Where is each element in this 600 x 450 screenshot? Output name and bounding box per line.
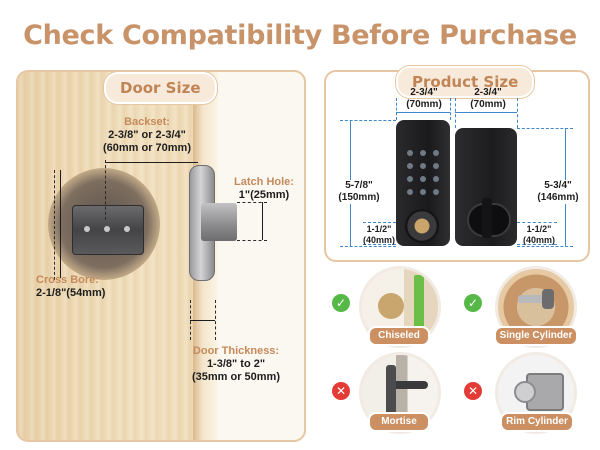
- thumbturn-knob: [482, 198, 492, 238]
- front-width-dimension: 2-3/4" (70mm): [398, 87, 450, 111]
- cross-bore-value: 2-1/8"(54mm): [36, 287, 106, 299]
- cross-bore-dimension: Cross Bore: 2-1/8"(54mm): [36, 274, 126, 300]
- rim-cylinder-core: [514, 381, 536, 403]
- back-depth-dimension: 1-1/2" (40mm): [520, 224, 558, 246]
- front-height-value: 5-7/8": [345, 180, 373, 191]
- front-height-metric: (150mm): [338, 192, 380, 203]
- latch-screw: [104, 226, 110, 232]
- latch-screw: [124, 226, 130, 232]
- mortise-handle: [390, 381, 428, 389]
- dimension-guide: [363, 244, 396, 245]
- front-width-arrow: [396, 112, 450, 113]
- keypad-key: [407, 163, 413, 169]
- dimension-guide: [340, 120, 396, 121]
- keypad-key: [433, 176, 439, 182]
- page-headline: Check Compatibility Before Purchase: [23, 20, 577, 51]
- back-height-value: 5-3/4": [544, 180, 572, 191]
- backset-label: Backset:: [124, 116, 170, 128]
- keypad-key: [407, 150, 413, 156]
- dimension-guide: [363, 222, 396, 223]
- keypad-key: [420, 163, 426, 169]
- keypad-key: [433, 163, 439, 169]
- back-depth-metric: (40mm): [522, 235, 555, 245]
- cross-icon: ✕: [332, 382, 350, 400]
- door-thickness-guide-right: [215, 300, 216, 340]
- back-height-dimension: 5-3/4" (146mm): [534, 180, 582, 204]
- front-height-dimension: 5-7/8" (150mm): [335, 180, 383, 204]
- room-background: [218, 72, 304, 440]
- latch-bolt: [201, 203, 237, 241]
- dimension-guide: [450, 98, 451, 120]
- keypad-key: [407, 176, 413, 182]
- backset-metric: (60mm or 70mm): [102, 142, 192, 154]
- dimension-guide: [396, 98, 397, 120]
- key-cylinder: [405, 209, 439, 243]
- rim-cylinder-label: Rim Cylinder: [500, 412, 574, 432]
- key-shape: [518, 295, 548, 303]
- back-width-value: 2-3/4": [474, 87, 502, 98]
- dimension-guide: [517, 246, 573, 247]
- dimension-guide: [517, 98, 518, 128]
- dimension-guide: [517, 128, 573, 129]
- cross-bore-arrow: [60, 170, 61, 278]
- chiseled-label: Chiseled: [368, 326, 430, 346]
- latch-hole-value: 1"(25mm): [238, 189, 290, 201]
- cross-icon: ✕: [464, 382, 482, 400]
- front-width-metric: (70mm): [406, 99, 442, 110]
- latch-hole-arrow: [262, 202, 263, 240]
- backset-value: 2-3/8" or 2-3/4": [108, 129, 186, 141]
- latch-hole-guide-top: [237, 202, 267, 203]
- mortise-plate: [386, 365, 396, 423]
- product-size-title: Product Size: [396, 66, 535, 98]
- single-cylinder-label: Single Cylinder: [494, 326, 578, 346]
- back-width-dimension: 2-3/4" (70mm): [460, 87, 516, 111]
- front-width-value: 2-3/4": [410, 87, 438, 98]
- key-head: [542, 289, 554, 309]
- keypad-key: [420, 150, 426, 156]
- dimension-guide: [517, 244, 557, 245]
- chiseled-faceplate: [414, 275, 424, 331]
- backset-arrow: [106, 162, 198, 163]
- backset-guide: [105, 160, 106, 220]
- cross-bore-label: Cross Bore:: [36, 274, 99, 286]
- cross-bore-guide-left: [54, 170, 55, 280]
- chiseled-recess: [378, 293, 404, 319]
- dimension-guide: [340, 246, 396, 247]
- front-depth-dimension: 1-1/2" (40mm): [360, 224, 398, 246]
- keypad-key: [420, 189, 426, 195]
- back-height-metric: (146mm): [537, 192, 579, 203]
- door-thickness-arrow: [190, 320, 215, 321]
- check-icon: ✓: [464, 294, 482, 312]
- keypad-key: [407, 189, 413, 195]
- latch-screw: [84, 226, 90, 232]
- door-thickness-label: Door Thickness:: [192, 345, 280, 357]
- dimension-guide: [455, 98, 456, 128]
- door-thickness-metric: (35mm or 50mm): [191, 371, 281, 383]
- latch-hole-guide-bottom: [237, 240, 267, 241]
- door-thickness-dimension: Door Thickness: 1-3/8" to 2" (35mm or 50…: [180, 345, 292, 384]
- dimension-guide: [517, 222, 557, 223]
- check-icon: ✓: [332, 294, 350, 312]
- latch-hole-dimension: Latch Hole: 1"(25mm): [232, 176, 296, 202]
- door-thickness-value: 1-3/8" to 2": [206, 358, 266, 370]
- keypad-key: [433, 189, 439, 195]
- back-depth-value: 1-1/2": [526, 224, 552, 234]
- front-depth-metric: (40mm): [362, 235, 395, 245]
- door-size-title: Door Size: [104, 72, 217, 104]
- keypad-key: [420, 176, 426, 182]
- front-depth-value: 1-1/2": [366, 224, 392, 234]
- back-width-arrow: [455, 112, 517, 113]
- latch-hole-label: Latch Hole:: [234, 176, 294, 188]
- keypad-key: [433, 150, 439, 156]
- backset-dimension: Backset: 2-3/8" or 2-3/4" (60mm or 70mm): [96, 116, 198, 155]
- mortise-label: Mortise: [368, 412, 430, 432]
- door-size-panel: [16, 70, 306, 442]
- back-width-metric: (70mm): [470, 99, 506, 110]
